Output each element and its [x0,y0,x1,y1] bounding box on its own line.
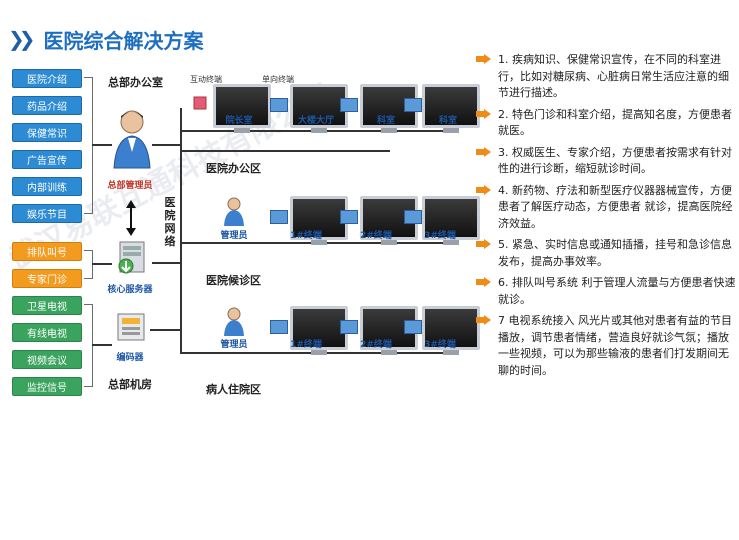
chip-expert-clinic: 专家门诊 [12,269,82,288]
caption-bottom-2: 2#终端 [360,340,392,350]
chip-queue-call: 排队叫号 [12,242,82,261]
arrow-right-icon [476,315,491,325]
pc-icon [404,210,422,224]
caption-bottom-3: 3#终端 [424,340,456,350]
monitor-bottom-3 [422,306,480,355]
chip-monitor-signal: 监控信号 [12,377,82,396]
encoder-label: 编码器 [116,353,144,363]
pc-icon [404,98,422,112]
hq-room-label: 总部机房 [108,378,152,391]
hq-office-label: 总部办公室 [108,76,163,89]
chip-drug-intro: 药品介绍 [12,96,82,115]
network-vertical-label: 医 院 网 络 [164,196,176,248]
arrow-right-icon [476,184,491,195]
pc-icon [270,210,288,224]
hq-admin-person-icon [113,110,151,169]
network-backbone [180,108,182,353]
chip-internal-training: 内部训练 [12,177,82,196]
pc-icon [340,320,358,334]
core-server-icon [118,241,145,274]
top-bus-line-2 [180,150,390,152]
monitor-dept-2 [422,84,480,133]
pc-icon [270,98,288,112]
monitor-mid-3 [422,196,480,245]
caption-mid-1: 1#终端 [290,231,322,241]
double-chevron-icon: ❯❯ [8,27,35,51]
feature-item: 4. 新药物、疗法和新型医疗仪器器械宣传，方便患者了解医疗动态，方便患者 就诊，… [476,183,738,233]
chip-entertainment: 娱乐节目 [12,204,82,223]
bidirectional-arrow-icon [126,200,136,236]
caption-dept-1: 科室 [376,116,395,126]
monitor-lobby [290,84,348,133]
arrow-right-icon [476,108,491,119]
feature-list: 1. 疾病知识、保健常识宣传，在不同的科室进行，比如对糖尿病、心脏病日常生活应注… [476,52,738,384]
zone-office-label: 医院办公区 [206,162,261,175]
arrow-right-icon [476,54,491,64]
oneway-terminal-label: 单向终端 [262,75,294,84]
chip-satellite-tv: 卫星电视 [12,296,82,315]
feature-item: 6. 排队叫号系统 利于管理人流量与方便患者快速就诊。 [476,275,738,308]
caption-dept-2: 科室 [438,116,457,126]
server-connector [92,263,112,265]
arrow-right-icon [476,239,491,249]
chip-health-tips: 保健常识 [12,123,82,142]
chip-advertising: 广告宣传 [12,150,82,169]
admin-to-network-line [152,144,180,146]
pc-icon [404,320,422,334]
chip-video-conference: 视频会议 [12,350,82,369]
tv-connector [92,344,112,346]
feature-item: 7 电视系统接入 风光片或其他对患者有益的节目播放，调节患者情绪，营造良好就诊气… [476,313,738,379]
admin-person-icon [224,197,244,226]
server-to-network-line [152,262,180,264]
page-title-bar: ❯❯ 医院综合解决方案 [8,26,204,53]
feature-item: 5. 紧急、实时信息或通知插播，挂号和急诊信息发布，提高办事效率。 [476,237,738,270]
page-title: 医院综合解决方案 [43,28,204,53]
chip-hospital-intro: 医院介绍 [12,69,82,88]
interactive-terminal-label: 互动终端 [190,75,222,84]
chip-cable-tv: 有线电视 [12,323,82,342]
caption-mid-admin: 管理员 [220,231,248,241]
zone-waiting-label: 医院候诊区 [206,274,261,287]
feature-item: 1. 疾病知识、保健常识宣传，在不同的科室进行，比如对糖尿病、心脏病日常生活应注… [476,52,738,102]
zone-ward-label: 病人住院区 [206,383,261,396]
arrow-right-icon [476,146,491,157]
feature-item: 3. 权威医生、专家介绍，方便患者按需求有针对性的进行诊断，缩短就诊时间。 [476,145,738,178]
arrow-right-icon [476,277,491,287]
caption-mid-2: 2#终端 [360,231,392,241]
hq-admin-label: 总部管理员 [107,181,153,191]
encoder-icon [117,313,145,341]
interactive-terminal-icon [193,96,207,110]
encoder-to-network-line [150,329,180,331]
admin-person-icon [224,307,244,336]
caption-bottom-1: 1#终端 [290,340,322,350]
pc-icon [270,320,288,334]
pc-icon [340,210,358,224]
pc-icon [340,98,358,112]
feature-item: 2. 特色门诊和科室介绍，提高知名度，方便患者就医。 [476,107,738,140]
core-server-label: 核心服务器 [107,285,153,295]
office-connector [92,144,112,146]
caption-lobby: 大楼大厅 [297,116,334,126]
caption-mid-3: 3#终端 [424,231,456,241]
monitor-president-office [213,84,271,133]
caption-bottom-admin: 管理员 [220,340,248,350]
caption-president-office: 院长室 [225,116,253,126]
